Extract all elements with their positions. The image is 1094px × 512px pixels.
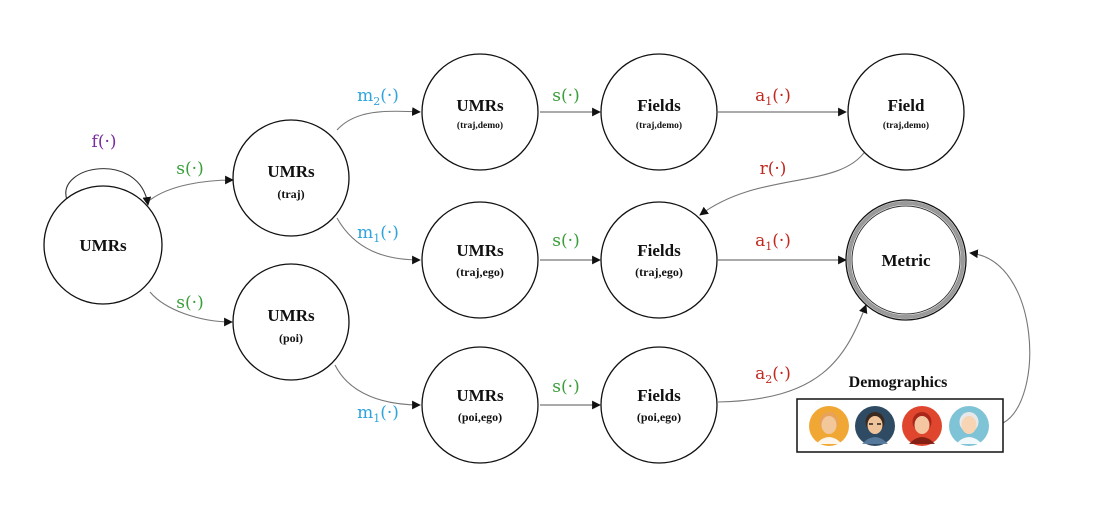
elderly-woman-avatar-icon	[949, 406, 989, 446]
label-m1-poi: m1(·)	[357, 403, 399, 425]
edge-root-to-poi	[149, 291, 233, 327]
node-field-traj-demo-label: Field	[888, 96, 925, 115]
edge-root-to-traj	[149, 175, 234, 201]
label-s-row3: s(·)	[552, 377, 579, 397]
node-umrs-poi-label: UMRs	[267, 306, 315, 325]
node-umrs-poi-ego-sub: (poi,ego)	[458, 410, 502, 424]
label-s-row2: s(·)	[552, 231, 579, 251]
node-umrs-root-label: UMRs	[79, 236, 127, 255]
node-umrs-traj-ego-sub: (traj,ego)	[456, 265, 504, 279]
node-umrs-poi-ego-label: UMRs	[456, 386, 504, 405]
node-metric-label: Metric	[881, 251, 931, 270]
demographics-panel: Demographics	[796, 374, 1004, 453]
node-umrs-traj-demo-sub: (traj,demo)	[457, 120, 503, 131]
node-umrs-traj-sub: (traj)	[277, 187, 304, 201]
node-fields-poi-ego-label: Fields	[637, 386, 681, 405]
node-fields-traj-demo-sub: (traj,demo)	[636, 120, 682, 131]
node-umrs-traj: UMRs (traj)	[232, 119, 350, 237]
node-field-traj-demo: Field (traj,demo)	[847, 53, 965, 171]
node-fields-traj-demo-label: Fields	[637, 96, 681, 115]
woman-red-hair-avatar-icon	[902, 406, 942, 446]
edge-traj-to-traj-ego	[336, 217, 421, 265]
node-umrs-traj-ego-label: UMRs	[456, 241, 504, 260]
nodes: UMRs UMRs (traj) UMRs (poi) UMRs (traj,d…	[43, 53, 967, 464]
node-umrs-traj-label: UMRs	[267, 162, 315, 181]
label-a2-row3: a2(·)	[755, 364, 791, 386]
edge-r-back	[699, 149, 867, 216]
node-umrs-poi: UMRs (poi)	[232, 263, 350, 381]
edge-poi-to-poi-ego	[334, 364, 421, 410]
label-a1-row1: a1(·)	[755, 86, 791, 108]
label-r: r(·)	[760, 159, 787, 179]
demographics-title: Demographics	[849, 374, 948, 391]
edge-demographics-to-metric	[969, 249, 1031, 424]
node-fields-poi-ego-sub: (poi,ego)	[637, 410, 681, 424]
label-m2: m2(·)	[357, 86, 399, 108]
edges	[65, 107, 1031, 424]
edge-row3-a2	[717, 304, 868, 403]
label-s-row1: s(·)	[552, 86, 579, 106]
node-umrs-poi-ego: UMRs (poi,ego)	[421, 346, 539, 464]
node-fields-traj-ego-label: Fields	[637, 241, 681, 260]
label-f: f(·)	[92, 132, 117, 152]
label-a1-row2: a1(·)	[755, 231, 791, 253]
man-bald-avatar-icon	[809, 406, 849, 446]
node-fields-poi-ego: Fields (poi,ego)	[600, 346, 718, 464]
edge-labels: f(·) s(·) s(·) m2(·) m1(·) m1(·) s(·) s(…	[92, 86, 791, 425]
node-umrs-poi-sub: (poi)	[279, 331, 303, 345]
edge-traj-to-traj-demo	[336, 107, 421, 131]
node-metric: Metric	[845, 199, 967, 321]
node-fields-traj-demo: Fields (traj,demo)	[600, 53, 718, 171]
label-s-root-traj: s(·)	[176, 159, 203, 179]
node-field-traj-demo-sub: (traj,demo)	[883, 120, 929, 131]
demographics-avatars	[809, 406, 989, 446]
node-umrs-root: UMRs	[43, 185, 163, 305]
node-umrs-traj-demo: UMRs (traj,demo)	[421, 53, 539, 171]
label-s-root-poi: s(·)	[176, 293, 203, 313]
node-fields-traj-ego: Fields (traj,ego)	[600, 201, 718, 319]
node-fields-traj-ego-sub: (traj,ego)	[635, 265, 683, 279]
label-m1-traj: m1(·)	[357, 223, 399, 245]
edge-f-loop	[65, 168, 152, 206]
man-glasses-avatar-icon	[855, 406, 895, 446]
node-umrs-traj-demo-label: UMRs	[456, 96, 504, 115]
node-umrs-traj-ego: UMRs (traj,ego)	[421, 201, 539, 319]
